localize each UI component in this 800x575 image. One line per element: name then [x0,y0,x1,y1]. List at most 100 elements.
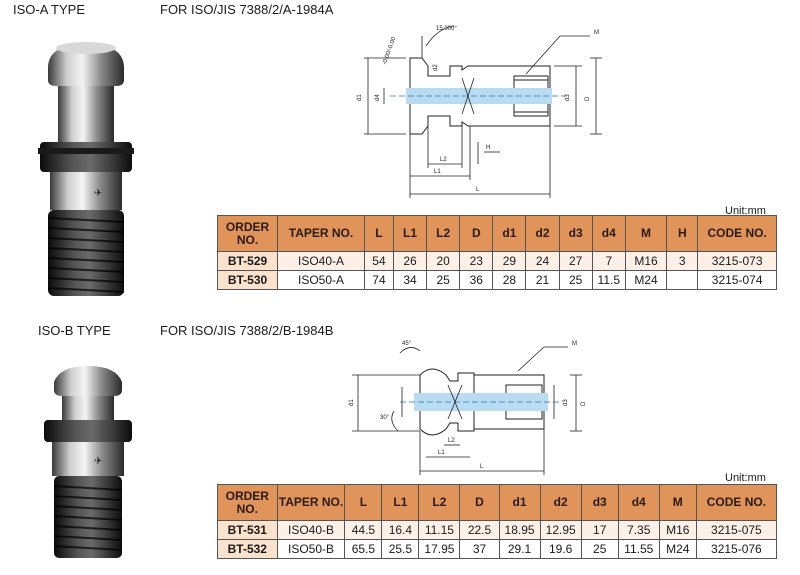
table-cell: 25.5 [381,539,420,559]
table-cell: 25 [426,270,461,290]
table-cell: 18.95 [498,520,541,540]
table-cell: 37 [459,539,500,559]
header-d: D [459,215,494,252]
header-m: M [658,484,697,521]
svg-text:-0.00/-0.00: -0.00/-0.00 [382,36,398,66]
table-cell: 65.5 [344,539,383,559]
svg-text:D: D [585,96,591,101]
header-code-no: CODE NO. [697,215,777,252]
header-l: L [363,215,394,252]
header-d3: d3 [558,215,593,252]
iso-b-type-title: ISO-B TYPE [38,323,111,338]
table-cell: 54 [363,251,394,271]
svg-text:✈: ✈ [94,188,102,199]
code-no-cell: 3215-076 [695,539,778,559]
code-no-cell: 3215-075 [695,520,778,540]
iso-b-pull-stud-photo: ✈ [44,366,132,558]
table-cell [666,270,699,290]
svg-text:✈: ✈ [94,456,102,467]
table-cell: 12.95 [539,520,582,540]
svg-text:45°: 45° [402,341,412,347]
table-cell: 16.4 [381,520,420,540]
header-m: M [624,215,668,252]
svg-text:30°: 30° [380,415,390,421]
header-order-no: ORDER NO. [217,484,278,521]
table-row: BT-531 ISO40-B 44.5 16.4 11.15 22.5 18.9… [217,520,778,540]
iso-a-technical-drawing: d1 d4 d2 d3 D L2 L1 L H M 15.000° -0.00/… [357,25,602,198]
table-cell: 36 [459,270,494,290]
table-cell: 20 [426,251,461,271]
table-cell: 24 [525,251,560,271]
table-cell: 28 [492,270,527,290]
table-cell: 26 [392,251,428,271]
order-no-cell: BT-529 [216,251,279,271]
header-l2: L2 [426,215,461,252]
table-cell: 34 [392,270,428,290]
table-cell: 74 [363,270,394,290]
header-l1: L1 [381,484,420,521]
table-cell: 7.35 [617,520,660,540]
table-cell: 3 [666,251,699,271]
svg-text:L2: L2 [440,157,447,163]
iso-a-type-title: ISO-A TYPE [13,2,86,17]
table-cell: ISO40-A [277,251,365,271]
header-d4: d4 [591,215,626,252]
table-cell: ISO50-A [277,270,365,290]
table-cell: 25 [558,270,593,290]
svg-text:d3: d3 [563,399,569,406]
table-cell: 17 [580,520,619,540]
iso-a-pull-stud-photo: ✈ [38,42,134,296]
table-cell: 7 [591,251,626,271]
svg-text:d3: d3 [565,94,571,101]
order-no-cell: BT-532 [217,539,278,559]
header-taper-no: TAPER NO. [277,215,365,252]
svg-text:L1: L1 [434,169,441,175]
header-code-no: CODE NO. [695,484,778,521]
order-no-cell: BT-531 [217,520,278,540]
table-cell: 29.1 [498,539,541,559]
table-cell: 29 [492,251,527,271]
table-row: BT-529 ISO40-A 54 26 20 23 29 24 27 7 M1… [216,251,777,271]
table-row: BT-532 ISO50-B 65.5 25.5 17.95 37 29.1 1… [217,539,778,559]
table-cell: 21 [525,270,560,290]
table-cell: M24 [624,270,668,290]
header-d2: d2 [525,215,560,252]
table-row: BT-530 ISO50-A 74 34 25 36 28 21 25 11.5… [216,270,777,290]
svg-text:D: D [581,401,587,406]
svg-text:d1: d1 [349,399,355,406]
table-cell: 25 [580,539,619,559]
svg-text:M: M [594,30,599,36]
svg-text:L: L [476,187,480,193]
header-h: H [666,215,699,252]
iso-a-standard: FOR ISO/JIS 7388/2/A-1984A [160,2,334,17]
table-cell: 23 [459,251,494,271]
iso-b-technical-drawing: d1 d3 D L2 L1 L M 45° 30° [349,341,587,475]
table-cell: 44.5 [344,520,383,540]
header-l2: L2 [418,484,461,521]
header-l1: L1 [392,215,428,252]
table-cell: ISO50-B [276,539,346,559]
table-cell: 11.5 [591,270,626,290]
table-cell: 11.15 [418,520,461,540]
table-cell: 17.95 [418,539,461,559]
svg-text:H: H [486,145,490,151]
header-taper-no: TAPER NO. [276,484,346,521]
table-cell: M16 [658,520,697,540]
header-l: L [344,484,383,521]
table-cell: 19.6 [539,539,582,559]
iso-b-unit: Unit:mm [725,472,766,484]
header-order-no: ORDER NO. [216,215,279,252]
svg-text:L2: L2 [448,438,455,444]
table-cell: M24 [658,539,697,559]
header-d1: d1 [492,215,527,252]
table-cell: 11.55 [617,539,660,559]
iso-a-spec-table: ORDER NO. TAPER NO. L L1 L2 D d1 d2 d3 d… [216,215,777,290]
header-d3: d3 [580,484,619,521]
svg-text:d4: d4 [375,94,381,101]
dim-d1: d1 [357,94,363,101]
table-cell: 22.5 [459,520,500,540]
iso-b-standard: FOR ISO/JIS 7388/2/B-1984B [160,323,334,338]
code-no-cell: 3215-073 [697,251,777,271]
header-d2: d2 [539,484,582,521]
svg-text:L: L [480,464,484,470]
